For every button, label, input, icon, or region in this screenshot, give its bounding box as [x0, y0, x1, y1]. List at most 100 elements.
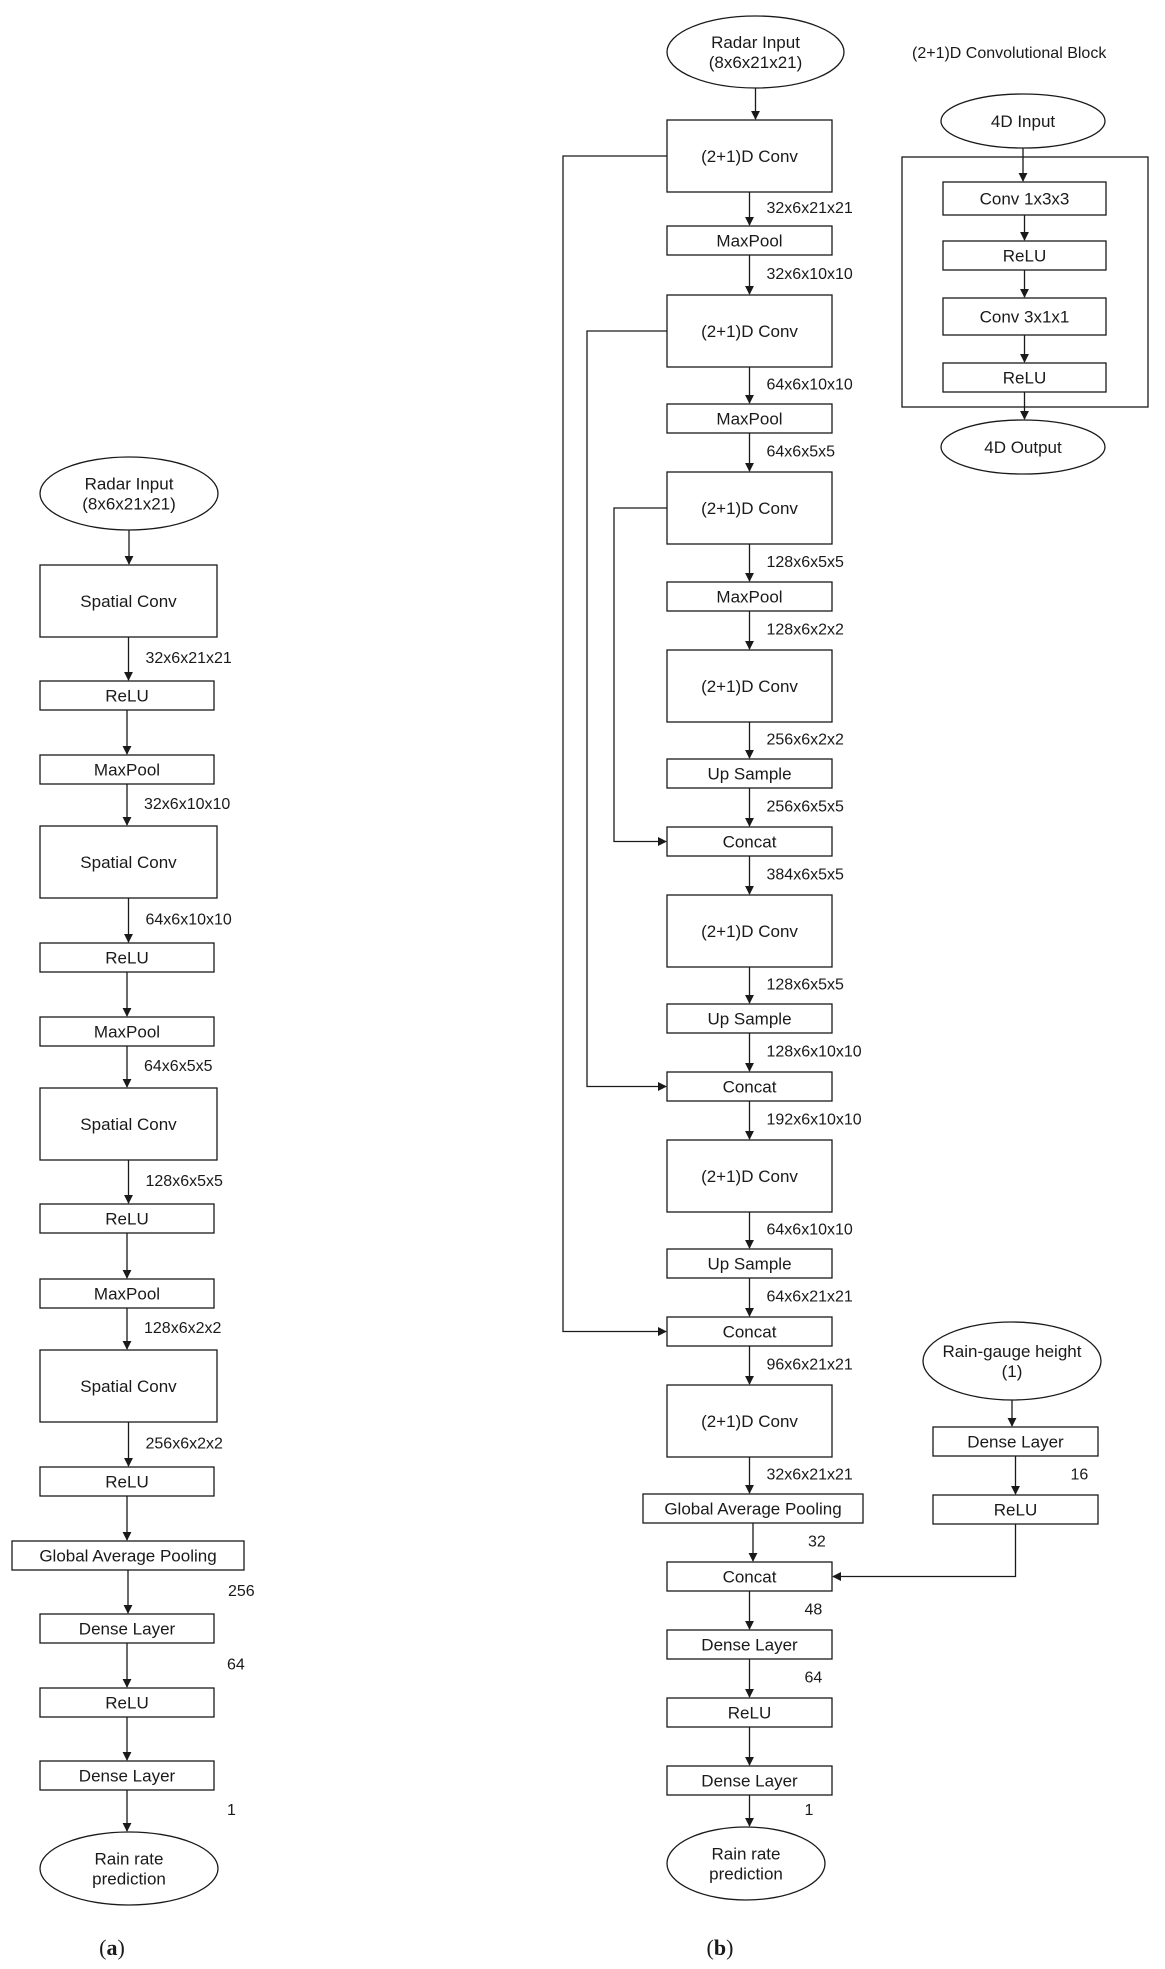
- panel-a-label: (a): [99, 1935, 125, 1960]
- node-box: [942, 181, 1107, 216]
- node-label: Spatial Conv: [80, 1377, 177, 1396]
- panel-a-node-dense-layer: Dense Layer: [39, 1760, 215, 1791]
- tensor-shape-label: 32x6x21x21: [146, 650, 232, 667]
- conv-block-node-4d-output: 4D Output: [940, 419, 1106, 475]
- node-box: [39, 825, 218, 899]
- node-label: 4D Input: [991, 112, 1056, 131]
- panel-a-node-dense-layer: Dense Layer: [39, 1613, 215, 1644]
- node-box: [666, 826, 833, 857]
- conv-block-title: (2+1)D Convolutional Block: [912, 45, 1107, 62]
- conv-block-frame: [901, 156, 1149, 408]
- conv-block-node-relu: ReLU: [942, 240, 1107, 271]
- panel-b-node-up-sample: Up Sample: [666, 758, 833, 789]
- node-box: [666, 403, 833, 434]
- panel-a-node-spatial-conv: Spatial Conv: [39, 1087, 218, 1161]
- node-box: [666, 1316, 833, 1347]
- node-box: [666, 1003, 833, 1034]
- panel-b-node-2-1-d-conv: (2+1)D Conv: [666, 119, 833, 193]
- panel-b-node-concat: Concat: [666, 1071, 833, 1102]
- panel-b-node-2-1-d-conv: (2+1)D Conv: [666, 294, 833, 368]
- tensor-shape-label: 128x6x10x10: [767, 1044, 862, 1061]
- node-label: (2+1)D Conv: [701, 499, 798, 518]
- node-box: [932, 1426, 1099, 1457]
- node-label: Concat: [723, 1078, 777, 1097]
- conv-block-node-conv-1x3x3: Conv 1x3x3: [942, 181, 1107, 216]
- node-box: [666, 1629, 833, 1660]
- panel-a-node-maxpool: MaxPool: [39, 1016, 215, 1047]
- panel-a-node-spatial-conv: Spatial Conv: [39, 825, 218, 899]
- panel-b-node-2-1-d-conv: (2+1)D Conv: [666, 1139, 833, 1213]
- tensor-shape-label: 64x6x10x10: [767, 377, 853, 394]
- tensor-shape-label: 64x6x5x5: [767, 444, 836, 461]
- tensor-shape-label: 256x6x5x5: [767, 799, 844, 816]
- tensor-shape-label: 192x6x10x10: [767, 1112, 862, 1129]
- node-label: Rain rate: [95, 1850, 164, 1869]
- node-label: Spatial Conv: [80, 853, 177, 872]
- node-label: ReLU: [105, 687, 148, 706]
- tensor-shape-label: 64x6x21x21: [767, 1289, 853, 1306]
- node-label: Conv 1x3x3: [980, 190, 1070, 209]
- node-label: Dense Layer: [79, 1620, 176, 1639]
- skip-connection: [613, 507, 667, 846]
- node-label: MaxPool: [716, 232, 782, 251]
- node-label: (2+1)D Conv: [701, 322, 798, 341]
- nodes-layer: Radar Input(8x6x21x21)Spatial ConvReLUMa…: [11, 15, 1107, 1906]
- tensor-shape-label: 32x6x21x21: [767, 1467, 853, 1484]
- node-box: [942, 240, 1107, 271]
- node-label: Dense Layer: [79, 1767, 176, 1786]
- panel-a-node-relu: ReLU: [39, 680, 215, 711]
- edges-layer: [122, 88, 1029, 1832]
- node-box: [39, 1349, 218, 1423]
- node-box: [39, 1466, 215, 1497]
- node-box: [666, 1561, 833, 1592]
- node-box: [942, 297, 1107, 336]
- panel-b-node-maxpool: MaxPool: [666, 403, 833, 434]
- node-label: Radar Input: [85, 475, 174, 494]
- panel-b-node-2-1-d-conv: (2+1)D Conv: [666, 649, 833, 723]
- node-label: MaxPool: [716, 410, 782, 429]
- node-box: [666, 294, 833, 368]
- panel-b-node-2-1-d-conv: (2+1)D Conv: [666, 471, 833, 545]
- tensor-shape-label: 128x6x5x5: [767, 554, 844, 571]
- node-label: Up Sample: [707, 765, 791, 784]
- node-label: MaxPool: [94, 1023, 160, 1042]
- tensor-shape-label: 64: [805, 1670, 823, 1687]
- node-label: ReLU: [994, 1501, 1037, 1520]
- tensor-shape-label: 128x6x5x5: [146, 1173, 223, 1190]
- tensor-shape-label: 64x6x10x10: [767, 1222, 853, 1239]
- node-box: [666, 894, 833, 968]
- node-label: ReLU: [105, 1210, 148, 1229]
- node-box: [642, 1493, 864, 1524]
- node-label: ReLU: [1003, 247, 1046, 266]
- panel-b-edge-b-c3-to-b-cat1: [613, 507, 667, 846]
- node-box: [666, 1248, 833, 1279]
- node-box: [39, 1087, 218, 1161]
- node-box: [39, 1016, 215, 1047]
- panel-b-node-maxpool: MaxPool: [666, 225, 833, 256]
- node-label: MaxPool: [94, 761, 160, 780]
- panel-b-node-dense-layer: Dense Layer: [666, 1629, 833, 1660]
- tensor-shape-label: 128x6x2x2: [767, 622, 844, 639]
- panel-b-edge-b-c2-to-b-cat2: [586, 330, 667, 1091]
- node-label: Dense Layer: [701, 1772, 798, 1791]
- node-label: MaxPool: [94, 1285, 160, 1304]
- tensor-shape-label: 96x6x21x21: [767, 1357, 853, 1374]
- tensor-shape-label: 128x6x5x5: [767, 977, 844, 994]
- panel-b-node-radar-input-8x6x21x21: Radar Input(8x6x21x21): [666, 15, 845, 89]
- panel-b-label: (b): [707, 1935, 734, 1960]
- node-box: [39, 1203, 215, 1234]
- node-label: Spatial Conv: [80, 1115, 177, 1134]
- node-box: [39, 1687, 215, 1718]
- node-label: ReLU: [728, 1704, 771, 1723]
- node-label: 4D Output: [984, 438, 1062, 457]
- node-label: (2+1)D Conv: [701, 677, 798, 696]
- node-ellipse: [666, 1826, 826, 1901]
- panel-b-node-2-1-d-conv: (2+1)D Conv: [666, 1384, 833, 1458]
- tensor-shape-label: 16: [1071, 1467, 1089, 1484]
- panel-a-node-spatial-conv: Spatial Conv: [39, 564, 218, 638]
- node-box: [39, 1278, 215, 1309]
- node-label: Concat: [723, 1323, 777, 1342]
- tensor-shape-label: 64x6x5x5: [144, 1058, 213, 1075]
- node-label: Global Average Pooling: [39, 1547, 216, 1566]
